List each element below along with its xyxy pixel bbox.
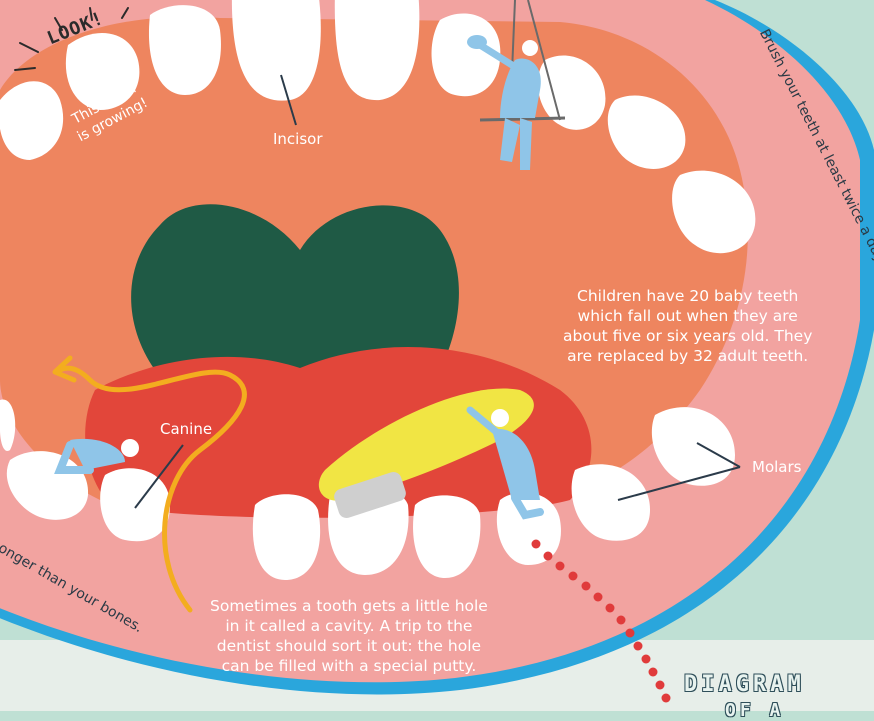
diagram-title: DIAGRAM xyxy=(684,672,805,697)
cavity-line: can be filled with a special putty. xyxy=(210,656,488,676)
molars-label: Molars xyxy=(752,458,801,477)
incisor-label: Incisor xyxy=(273,130,323,149)
cavity-line: dentist should sort it out: the hole xyxy=(210,636,488,656)
baby-teeth-line: which fall out when they are xyxy=(563,306,812,326)
cavity-line: in it called a cavity. A trip to the xyxy=(210,616,488,636)
tooth-canine xyxy=(100,468,170,541)
canine-label: Canine xyxy=(160,420,212,439)
baby-teeth-line: Children have 20 baby teeth xyxy=(563,286,812,306)
baby-teeth-line: are replaced by 32 adult teeth. xyxy=(563,346,812,366)
baby-teeth-line: about five or six years old. They xyxy=(563,326,812,346)
tooth xyxy=(253,494,320,580)
baby-teeth-note: Children have 20 baby teeth which fall o… xyxy=(563,286,812,367)
cavity-note: Sometimes a tooth gets a little hole in … xyxy=(210,596,488,677)
cavity-line: Sometimes a tooth gets a little hole xyxy=(210,596,488,616)
